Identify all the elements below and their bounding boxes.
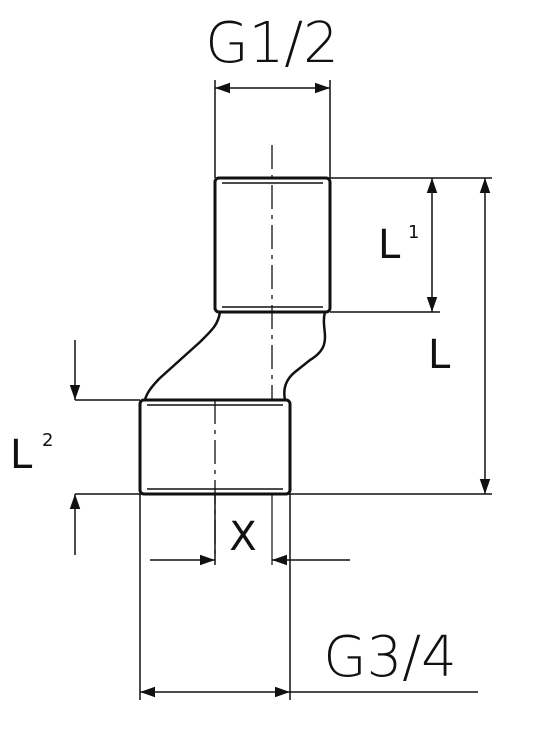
label-length-2: L: [10, 432, 33, 478]
label-length-2-sub: 2: [42, 430, 53, 451]
label-top-thread: G1/2: [205, 11, 339, 76]
label-offset: X: [229, 514, 256, 560]
label-length-1: L: [378, 222, 401, 268]
label-length-total: L: [428, 332, 451, 378]
label-bottom-thread: G3/4: [323, 625, 457, 690]
label-length-1-sub: 1: [408, 222, 419, 243]
extension-lines: [75, 80, 492, 700]
dim-offset: [150, 494, 350, 566]
offset-transition: [143, 311, 327, 401]
